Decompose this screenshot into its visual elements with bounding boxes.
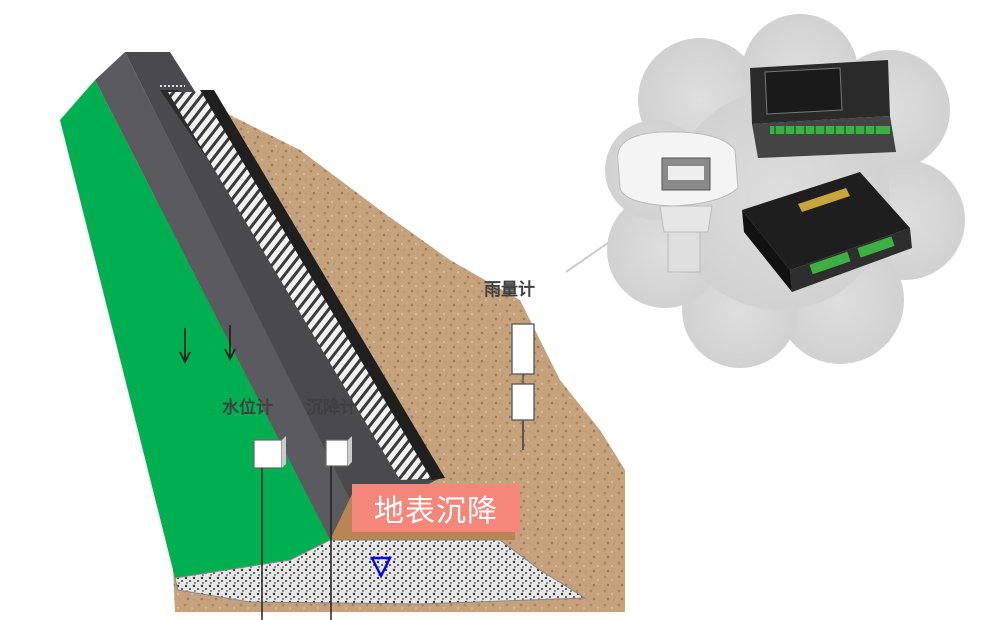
settlement-sensor-icon [325, 436, 352, 620]
retaining-wall-top [95, 52, 360, 540]
rain-gauge-icon [511, 323, 535, 450]
water-level-marker-icon [370, 556, 392, 579]
track-inner-rail [200, 90, 445, 480]
water-level-sensor-icon [253, 436, 286, 620]
rain-gauge-label: 雨量计 [484, 280, 535, 300]
settlement-arrow-icon [179, 325, 236, 365]
rtu-device-icon [742, 172, 912, 292]
settlement-gauge-label: 沉降计 [306, 398, 357, 418]
gnss-antenna-icon [617, 131, 739, 273]
water-level-gauge-label: 水位计 [222, 398, 273, 418]
surface-settlement-label: 地表沉降 [352, 484, 520, 532]
data-logger-icon [750, 60, 896, 158]
